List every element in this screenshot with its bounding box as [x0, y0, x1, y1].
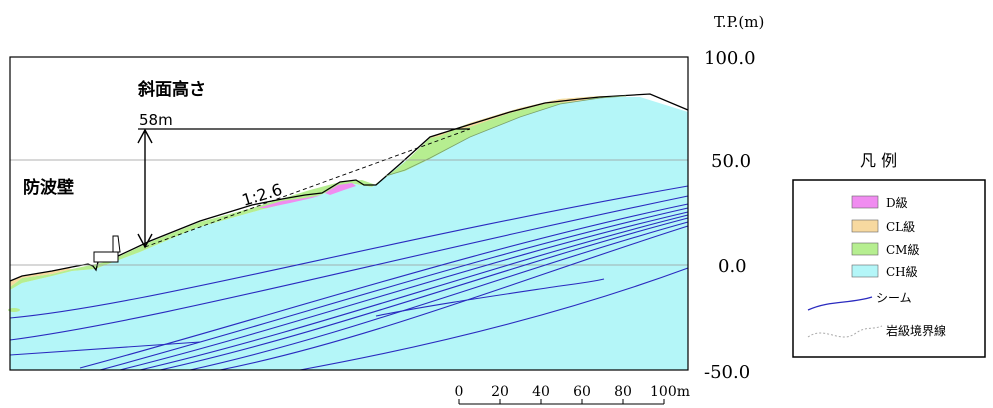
seawall-structure: [93, 235, 121, 263]
legend-item-boundary: 岩級境界線: [807, 323, 946, 338]
legend-item-cm: CM級: [851, 242, 919, 257]
axis-tick-label: 50.0: [711, 151, 751, 172]
scale-label: 20: [491, 384, 509, 400]
legend-seam-line: [807, 296, 873, 311]
legend-label: シーム: [876, 291, 912, 305]
axis-tick-label: 100.0: [704, 48, 756, 69]
cl-class-rock-area: [10, 268, 72, 287]
scale-label: 100m: [650, 384, 690, 400]
legend-title: 凡 例: [860, 151, 897, 170]
d-class-rock-area: [258, 195, 322, 208]
scale-label: 80: [614, 384, 632, 400]
legend-item-ch: CH級: [851, 264, 918, 279]
axis-tick-label: 0.0: [718, 256, 747, 277]
slope-height-title: 斜面高さ: [137, 79, 206, 100]
legend-swatch: [851, 242, 879, 256]
axis-tick-label: -50.0: [704, 362, 750, 383]
legend-item-cl: CL級: [851, 219, 915, 234]
legend-label: D級: [886, 196, 908, 210]
legend-box: [792, 179, 986, 358]
legend-item-seam: シーム: [807, 291, 912, 311]
legend-label: CM級: [886, 243, 919, 257]
plot-frame: [9, 56, 689, 371]
ch-class-rock-area: [10, 97, 688, 370]
cm-lens: [8, 308, 20, 312]
scale-label: 0: [455, 384, 464, 400]
legend-label: CL級: [886, 220, 915, 234]
rock-boundary-line: [385, 95, 627, 177]
gradient-line: [144, 128, 471, 248]
scale-label: 40: [532, 384, 550, 400]
slope-height-value: 58m: [139, 111, 173, 129]
arrow-head-top: [137, 128, 153, 144]
legend-swatch: [851, 195, 879, 209]
legend-item-d: D級: [851, 195, 908, 210]
scale-bar: 0 20 40 60 80 100m: [455, 384, 690, 405]
d-class-rock-area-2: [325, 183, 356, 195]
legend-label: 岩級境界線: [886, 323, 946, 338]
axis-unit-label: T.P.(m): [714, 13, 764, 31]
seawall-label: 防波壁: [23, 177, 74, 198]
legend-label: CH級: [886, 265, 918, 279]
legend-swatch: [851, 264, 879, 278]
legend-swatch: [851, 219, 879, 233]
scale-label: 60: [573, 384, 591, 400]
legend-boundary-line: [807, 325, 883, 338]
seam-lines: [9, 185, 689, 371]
